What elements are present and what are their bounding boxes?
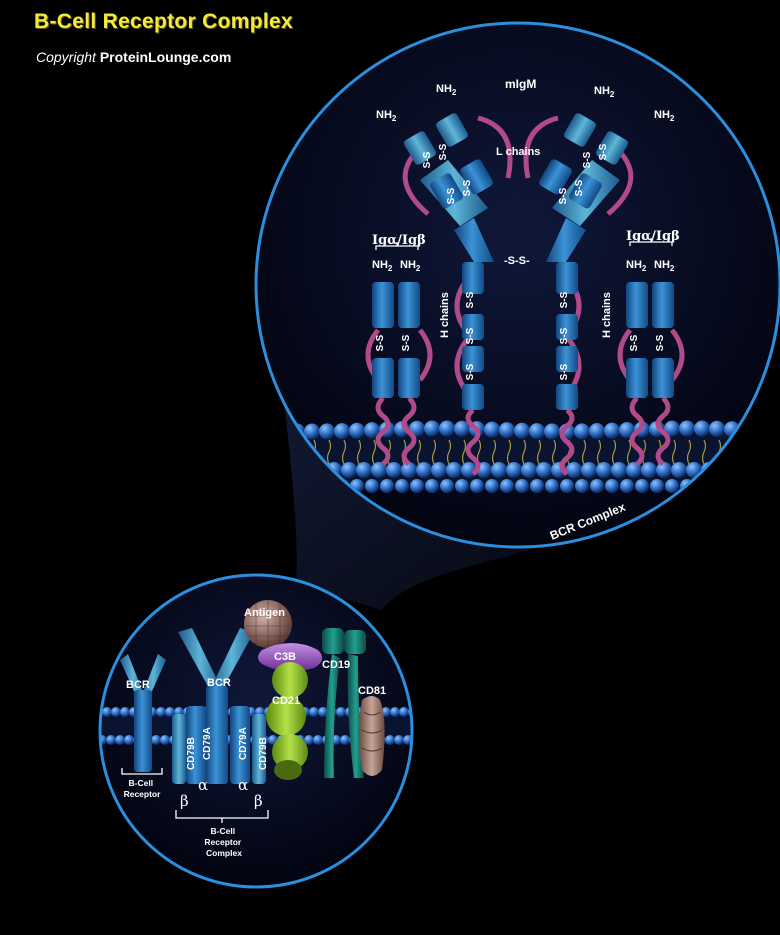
cd81-protein	[359, 696, 385, 776]
disulfide-bond-mark: S-S	[559, 291, 570, 308]
disulfide-bond-mark: S-S	[559, 327, 570, 344]
h-chains-label-right: H chains	[601, 292, 613, 338]
nh2-label: NH2	[436, 83, 457, 97]
bcr-receptor-left	[120, 654, 166, 772]
bcell-receptor-label: B-Cell Receptor	[124, 778, 162, 799]
nh2-label: NH2	[594, 85, 615, 99]
disulfide-bond-mark: S-S	[655, 334, 666, 351]
disulfide-bond-mark: S-S	[558, 187, 569, 204]
disulfide-bond-mark: S-S	[462, 179, 473, 196]
cd21-protein	[266, 662, 308, 780]
disulfide-bond-mark: S-S	[438, 143, 449, 160]
l-chains-label: L chains	[496, 146, 540, 158]
bcr-complex-detail-view: mIgM NH2 NH2 NH2 NH2 L chains -S-S- Igα/…	[254, 21, 780, 549]
iga-igb-label-left: Igα/Igβ	[372, 233, 426, 248]
nh2-label: NH2	[654, 109, 675, 123]
disulfide-label: -S-S-	[504, 255, 530, 267]
disulfide-bond-mark: S-S	[465, 327, 476, 344]
cd81-label: CD81	[358, 685, 386, 697]
alpha-label-left: α	[198, 776, 208, 794]
detail-lens-border	[254, 21, 780, 549]
ig-alpha-beta-left	[365, 282, 433, 466]
disulfide-bond-mark: S-S	[574, 179, 585, 196]
copyright-prefix: Copyright	[36, 49, 96, 65]
nh2-label: NH2	[400, 259, 421, 273]
bcell-receptor-complex-bracket	[175, 810, 269, 823]
disulfide-bond-mark: S-S	[465, 291, 476, 308]
h-chains-label-left: H chains	[439, 292, 451, 338]
cd79b-label-left: CD79B	[186, 737, 197, 770]
antigen-texture	[246, 600, 290, 648]
disulfide-bond-mark: S-S	[401, 334, 412, 351]
bcr-overview-view: Antigen C3B CD19 CD21 CD81 BCR BCR CD79B…	[98, 573, 414, 889]
bcr-label-center: BCR	[207, 677, 231, 689]
bcell-receptor-complex-label: B-Cell Receptor Complex	[204, 826, 243, 858]
antigen-label: Antigen	[244, 607, 285, 619]
cd79a-label-left: CD79A	[202, 727, 213, 760]
disulfide-bond-mark: S-S	[582, 151, 593, 168]
disulfide-bond-mark: S-S	[559, 363, 570, 380]
disulfide-bond-mark: S-S	[446, 187, 457, 204]
disulfide-bonds: S-S S-S S-S S-S S-S S-S S-S S-S S-S S-S S-S S-S S-S S…	[375, 143, 666, 380]
disulfide-bond-mark: S-S	[598, 143, 609, 160]
bracket-right	[629, 238, 673, 246]
iga-igb-label-right: Igα/Igβ	[626, 229, 680, 244]
copyright: Copyright ProteinLounge.com	[36, 49, 231, 65]
alpha-label-right: α	[238, 776, 248, 794]
disulfide-bond-mark: S-S	[629, 334, 640, 351]
c3b-protein	[258, 643, 323, 672]
nh2-label: NH2	[626, 259, 647, 273]
disulfide-bond-mark: S-S	[465, 363, 476, 380]
nh2-label: NH2	[376, 109, 397, 123]
c3b-label: C3B	[274, 651, 296, 663]
bcell-receptor-bracket	[121, 768, 163, 775]
copyright-site: ProteinLounge.com	[99, 49, 232, 65]
bcr-label-left: BCR	[126, 679, 150, 691]
beta-label-right: β	[254, 792, 263, 810]
migm-label: mIgM	[505, 77, 536, 91]
cd79b-label-right: CD79B	[258, 737, 269, 770]
migm-light-chain-left	[402, 113, 513, 216]
beta-label-left: β	[180, 792, 189, 810]
disulfide-bond-mark: S-S	[375, 334, 386, 351]
cd21-label: CD21	[272, 695, 300, 707]
cd79a-label-right: CD79A	[238, 727, 249, 760]
ig-alpha-beta-right	[617, 282, 685, 466]
nh2-label: NH2	[372, 259, 393, 273]
disulfide-bond-mark: S-S	[422, 151, 433, 168]
nh2-label: NH2	[654, 259, 675, 273]
bcr-receptor-center	[172, 628, 266, 784]
migm-light-chain-right	[523, 113, 634, 216]
page-title: B-Cell Receptor Complex	[34, 10, 293, 33]
cd19-label: CD19	[322, 659, 350, 671]
overview-lens-border	[98, 573, 414, 889]
bracket-left	[375, 242, 419, 250]
